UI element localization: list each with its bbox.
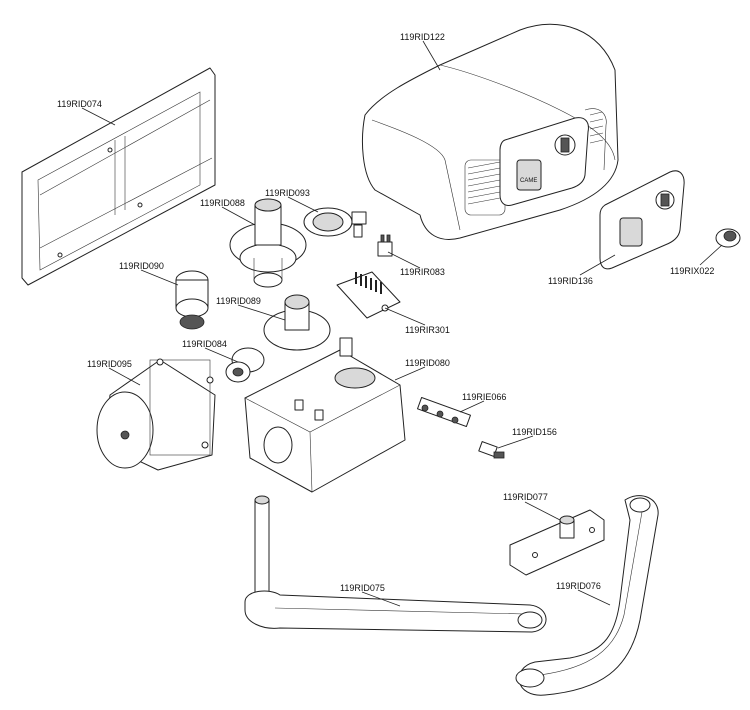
encoder-ring xyxy=(303,207,367,238)
label-119RID122: 119RID122 xyxy=(400,32,445,42)
label-119RID090: 119RID090 xyxy=(119,261,164,271)
label-119RIR301: 119RIR301 xyxy=(405,325,450,335)
cover-logo: CAME xyxy=(520,178,537,184)
pulley xyxy=(225,347,265,383)
cover-housing: CAME xyxy=(361,23,619,240)
label-119RID095: 119RID095 xyxy=(87,359,132,369)
arm-bracket xyxy=(509,509,605,576)
mounting-bracket-plate xyxy=(21,67,216,286)
gearbox-housing xyxy=(244,337,406,493)
label-119RID156: 119RID156 xyxy=(512,427,557,437)
label-119RIE066: 119RIE066 xyxy=(462,392,506,402)
label-119RID076: 119RID076 xyxy=(556,581,601,591)
label-119RID088: 119RID088 xyxy=(200,198,245,208)
label-119RID074: 119RID074 xyxy=(57,99,102,109)
label-119RID093: 119RID093 xyxy=(265,188,310,198)
cap-nut xyxy=(715,228,741,248)
part-labels: 119RID122 119RID074 119RID093 119RID088 … xyxy=(57,32,714,593)
circuit-board xyxy=(336,271,401,319)
label-119RID075: 119RID075 xyxy=(340,583,385,593)
label-119RID089: 119RID089 xyxy=(216,296,261,306)
front-panel xyxy=(599,170,685,270)
worm-gear-wheel xyxy=(229,198,307,288)
electric-motor xyxy=(96,358,216,471)
curved-arm xyxy=(515,495,659,696)
pinion-shaft xyxy=(175,270,209,330)
label-119RIR083: 119RIR083 xyxy=(400,267,445,277)
leader-lines xyxy=(81,40,723,607)
release-fitting xyxy=(478,441,505,459)
label-119RID077: 119RID077 xyxy=(503,492,548,502)
label-119RID080: 119RID080 xyxy=(405,358,450,368)
label-119RIX022: 119RIX022 xyxy=(670,266,714,276)
cam-disc xyxy=(263,294,331,351)
label-119RID136: 119RID136 xyxy=(548,276,593,286)
terminal-block xyxy=(417,396,471,428)
label-119RID084: 119RID084 xyxy=(182,339,227,349)
straight-arm xyxy=(244,495,547,633)
